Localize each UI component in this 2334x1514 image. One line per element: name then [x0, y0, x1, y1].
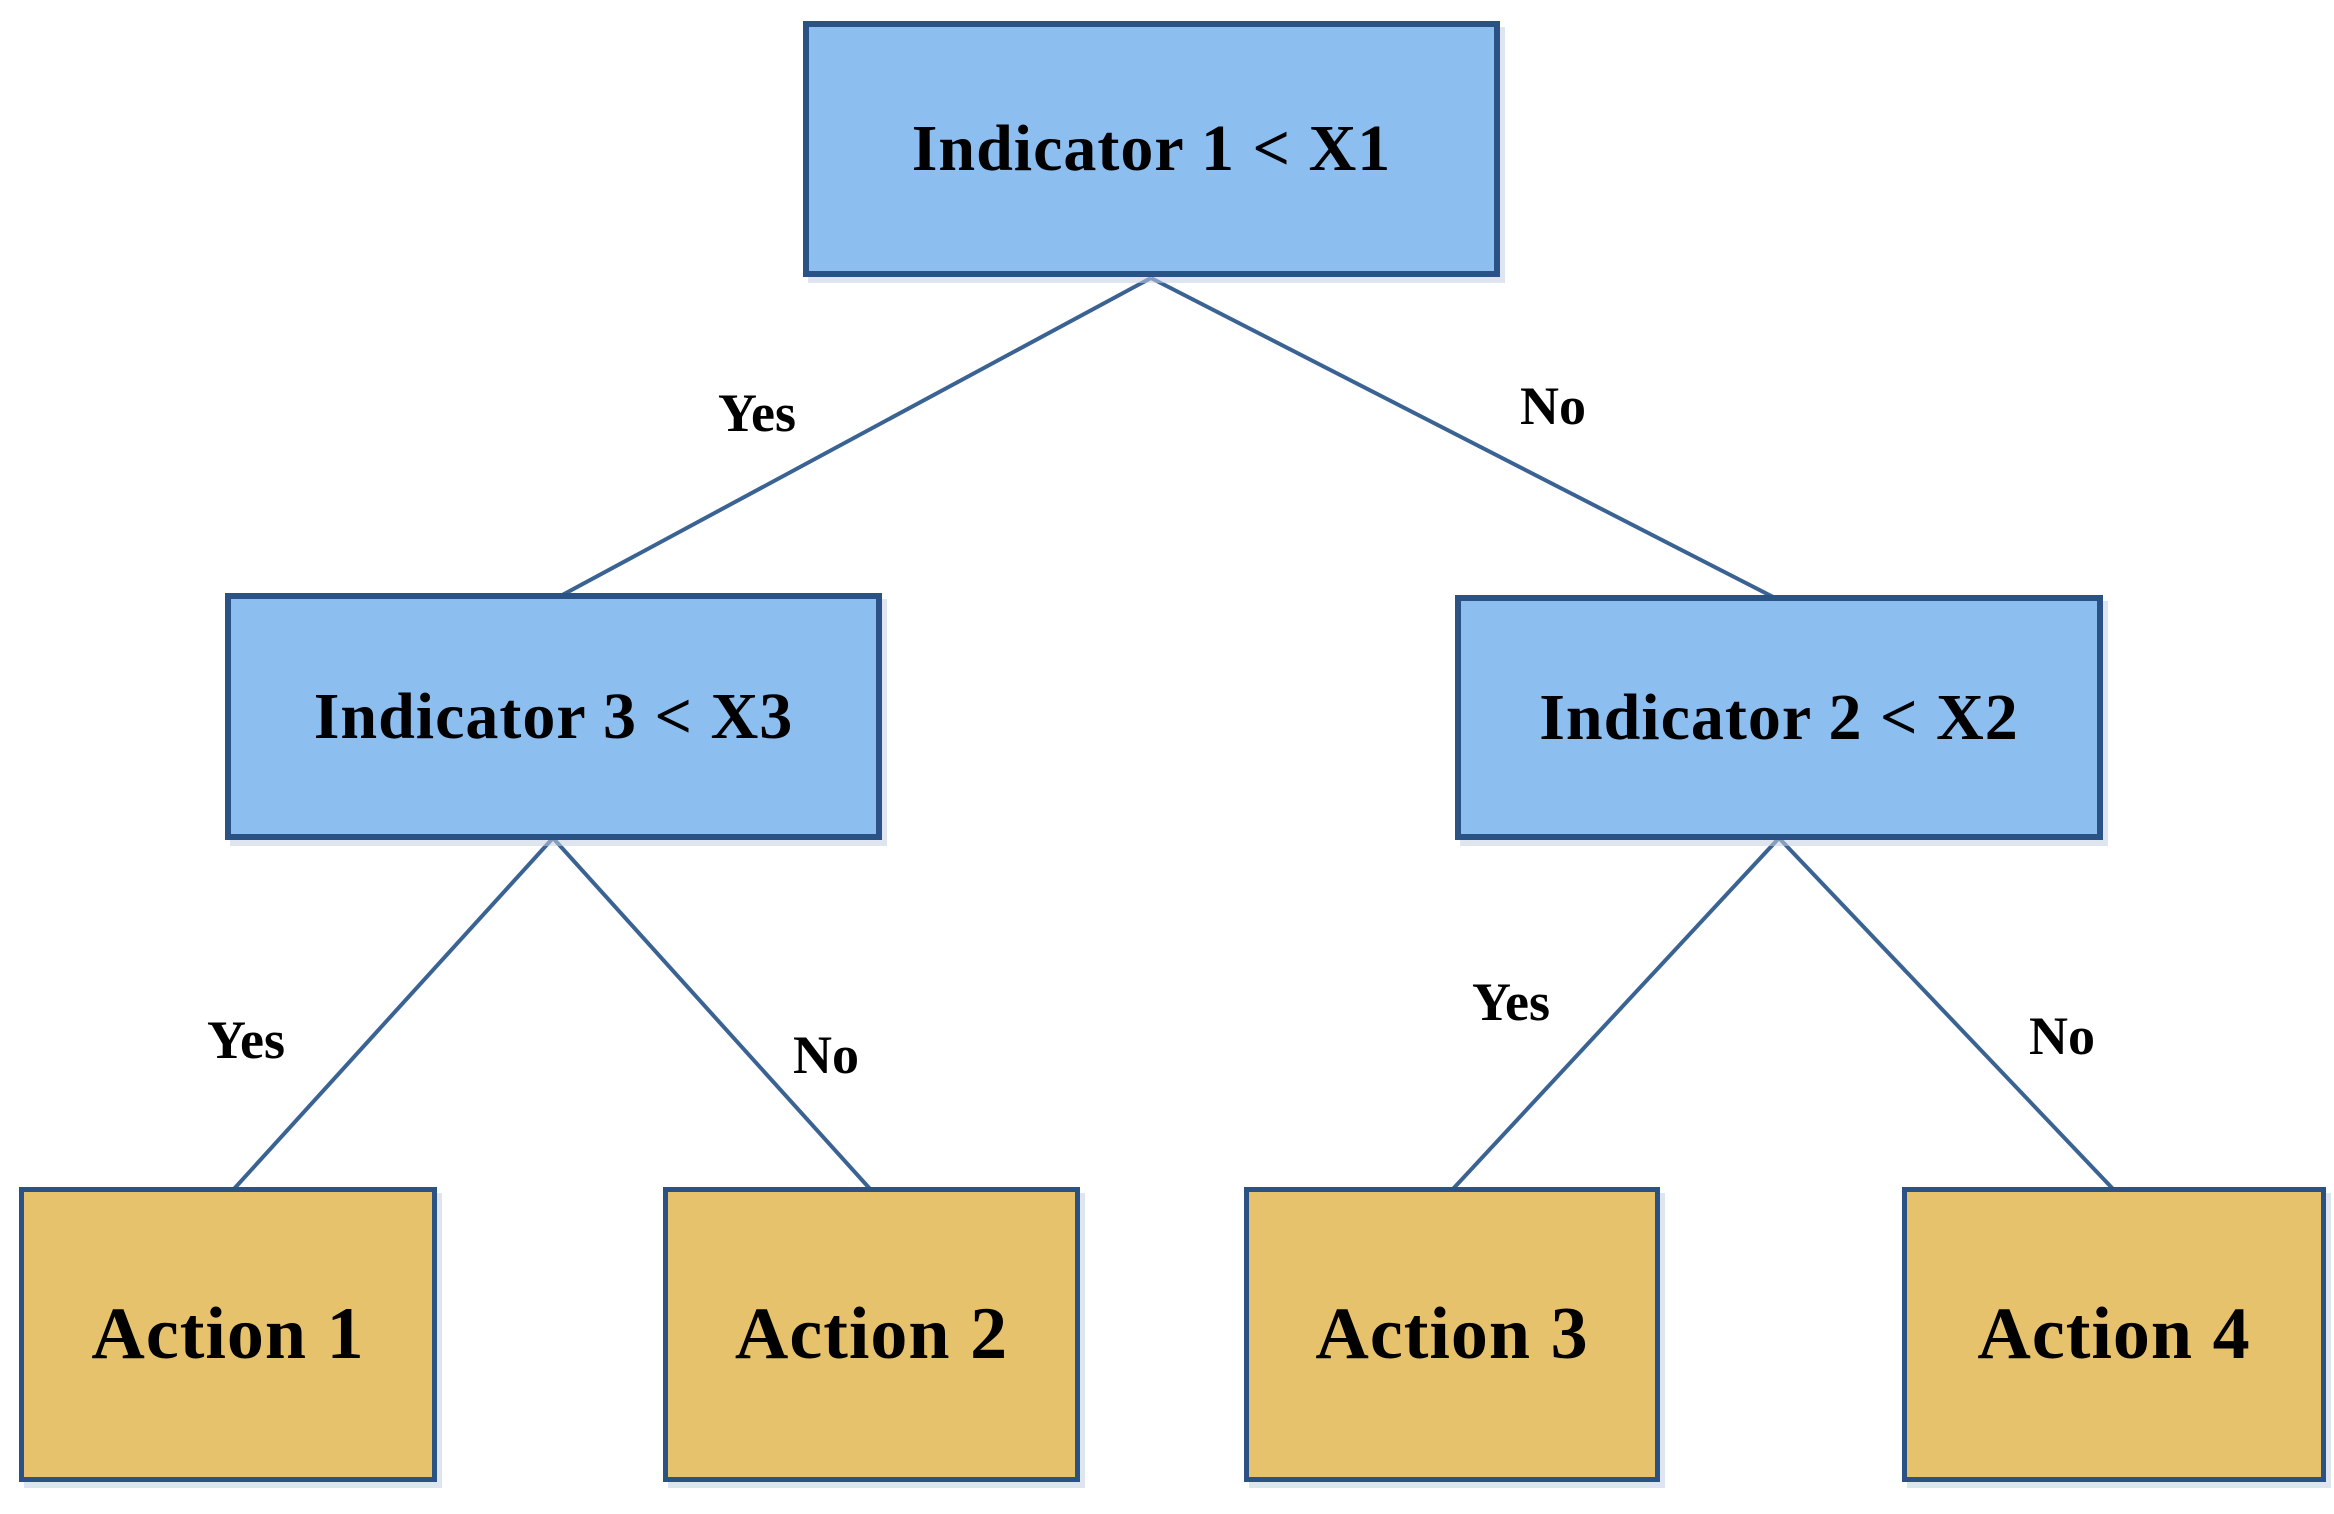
edge-label-root-yes: Yes	[718, 383, 796, 443]
action-node-3-label: Action 3	[1315, 1293, 1589, 1375]
edge-label-root-no: No	[1520, 376, 1586, 436]
edge-right-to-action4	[1777, 836, 2116, 1192]
edge-left-to-action2	[551, 836, 873, 1192]
edge-label-left-no: No	[793, 1025, 859, 1085]
action-node-3: Action 3	[1244, 1187, 1660, 1482]
edge-label-right-yes: Yes	[1472, 972, 1550, 1032]
decision-node-indicator-3: Indicator 3 < X3	[225, 593, 882, 840]
decision-node-indicator-1-label: Indicator 1 < X1	[911, 112, 1392, 185]
action-node-2-label: Action 2	[734, 1293, 1009, 1375]
edge-right-to-action3	[1450, 836, 1781, 1192]
decision-node-indicator-1: Indicator 1 < X1	[803, 21, 1500, 277]
decision-node-indicator-2-label: Indicator 2 < X2	[1539, 680, 2019, 754]
decision-node-indicator-2: Indicator 2 < X2	[1455, 595, 2103, 840]
edge-root-to-left	[552, 276, 1152, 602]
action-node-2: Action 2	[663, 1187, 1080, 1482]
action-node-4: Action 4	[1902, 1187, 2326, 1482]
edge-label-left-yes: Yes	[207, 1010, 285, 1070]
edge-root-to-right	[1150, 276, 1780, 602]
edge-label-right-no: No	[2029, 1006, 2095, 1066]
edge-left-to-action1	[231, 836, 555, 1192]
action-node-4-label: Action 4	[1977, 1293, 2251, 1375]
action-node-1-label: Action 1	[91, 1293, 365, 1375]
action-node-1: Action 1	[19, 1187, 437, 1482]
decision-node-indicator-3-label: Indicator 3 < X3	[313, 679, 794, 753]
